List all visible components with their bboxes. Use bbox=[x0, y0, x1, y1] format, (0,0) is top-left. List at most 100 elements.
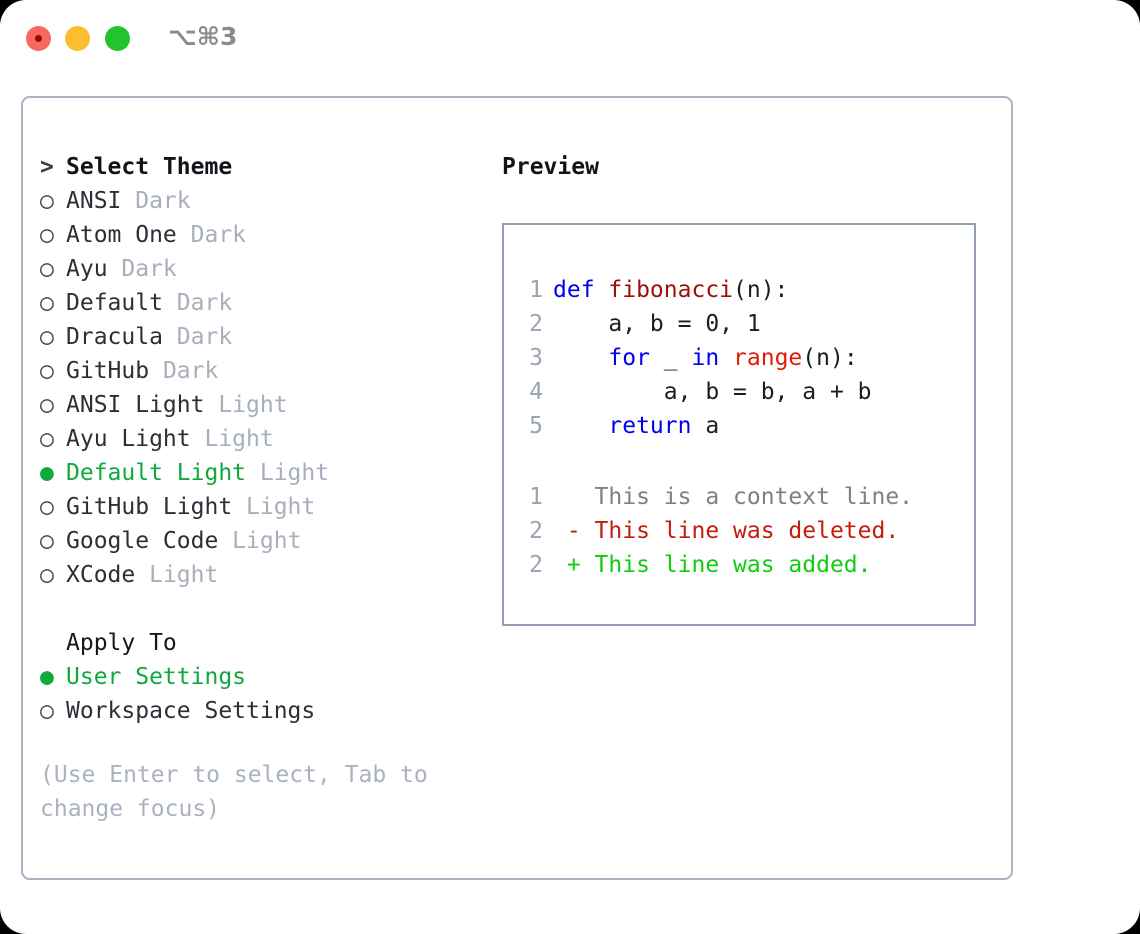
window-title: ⌥⌘3 bbox=[168, 22, 238, 51]
theme-name: Default Light bbox=[66, 460, 247, 486]
line-number: 2 bbox=[529, 518, 543, 544]
theme-kind-badge: Dark bbox=[176, 222, 247, 248]
apply-to-heading: Apply To bbox=[66, 630, 177, 656]
theme-kind-badge: Light bbox=[218, 528, 302, 554]
theme-list-item[interactable]: ○ Dracula Dark bbox=[40, 320, 490, 354]
line-number: 2 bbox=[529, 311, 543, 337]
window-titlebar: ⌥⌘3 bbox=[0, 0, 1140, 78]
minimize-button[interactable] bbox=[65, 26, 90, 51]
maximize-button[interactable] bbox=[105, 26, 130, 51]
theme-list-item[interactable]: ○ Default Dark bbox=[40, 286, 490, 320]
code-token: _ bbox=[649, 345, 692, 371]
theme-list-item[interactable]: ○ Ayu Light Light bbox=[40, 422, 490, 456]
theme-name: Ayu Light bbox=[66, 426, 191, 452]
apply-to-marker-placeholder: ○ bbox=[40, 626, 66, 660]
theme-list: ○ANSI Dark○Atom One Dark○Ayu Dark○Defaul… bbox=[40, 184, 490, 592]
line-number: 1 bbox=[529, 484, 543, 510]
radio-unselected-icon: ○ bbox=[40, 256, 54, 282]
theme-list-item[interactable]: ○GitHub Dark bbox=[40, 354, 490, 388]
theme-list-item[interactable]: ○ ANSI Dark bbox=[40, 184, 490, 218]
code-token: a bbox=[691, 413, 720, 439]
theme-list-item[interactable]: ○ Ayu Dark bbox=[40, 252, 490, 286]
radio-unselected-icon: ○ bbox=[40, 426, 54, 452]
theme-list-item[interactable]: ○ XCode Light bbox=[40, 558, 490, 592]
list-spacer bbox=[40, 592, 490, 626]
theme-kind-badge: Dark bbox=[162, 290, 233, 316]
diff-line: 2 + This line was added. bbox=[517, 548, 967, 582]
code-token: (n): bbox=[733, 277, 789, 303]
code-token: a, b = 0, 1 bbox=[553, 311, 761, 337]
apply-to-label: Workspace Settings bbox=[66, 698, 316, 724]
theme-name: Ayu bbox=[66, 256, 108, 282]
code-token: return bbox=[608, 413, 692, 439]
theme-picker-panel: >Select Theme ○ANSI Dark○Atom One Dark○A… bbox=[21, 96, 1013, 880]
code-token: fibonacci bbox=[608, 277, 734, 303]
theme-list-item[interactable]: ○ ANSI Light Light bbox=[40, 388, 490, 422]
diff-sample: 1 This is a context line.2 - This line w… bbox=[517, 480, 967, 582]
theme-list-column: >Select Theme ○ANSI Dark○Atom One Dark○A… bbox=[40, 150, 490, 826]
code-token: for bbox=[608, 345, 650, 371]
theme-kind-badge: Dark bbox=[149, 358, 219, 384]
apply-to-label: User Settings bbox=[66, 664, 247, 690]
close-button[interactable] bbox=[26, 26, 51, 51]
line-number: 4 bbox=[529, 379, 543, 405]
radio-unselected-icon: ○ bbox=[40, 392, 54, 418]
theme-name: Google Code bbox=[66, 528, 219, 554]
apply-to-item[interactable]: ● User Settings bbox=[40, 660, 490, 694]
code-line: 5 return a bbox=[517, 409, 967, 443]
code-token: (n): bbox=[802, 345, 858, 371]
prompt-caret-icon: > bbox=[40, 154, 54, 180]
keyboard-hint: (Use Enter to select, Tab to change focu… bbox=[40, 762, 442, 822]
line-number: 5 bbox=[529, 413, 543, 439]
diff-text: + This line was added. bbox=[553, 552, 872, 578]
code-line: 4 a, b = b, a + b bbox=[517, 375, 967, 409]
radio-unselected-icon: ○ bbox=[40, 528, 54, 554]
theme-name: Default bbox=[66, 290, 163, 316]
code-token bbox=[719, 345, 733, 371]
radio-unselected-icon: ○ bbox=[40, 222, 54, 248]
apply-to-list: ● User Settings ○ Workspace Settings bbox=[40, 660, 490, 728]
theme-name: GitHub Light bbox=[66, 494, 233, 520]
theme-name: XCode bbox=[66, 562, 136, 588]
code-token: def bbox=[553, 277, 609, 303]
diff-text: - This line was deleted. bbox=[553, 518, 900, 544]
code-token: in bbox=[691, 345, 720, 371]
theme-name: Dracula bbox=[66, 324, 163, 350]
theme-name: ANSI bbox=[66, 188, 122, 214]
radio-unselected-icon: ○ bbox=[40, 494, 54, 520]
theme-kind-badge: Dark bbox=[162, 324, 233, 350]
theme-kind-badge: Light bbox=[204, 392, 288, 418]
radio-unselected-icon: ○ bbox=[40, 698, 54, 724]
theme-list-item[interactable]: ●Default Light Light bbox=[40, 456, 490, 490]
select-theme-header: > Select Theme bbox=[40, 150, 490, 184]
radio-unselected-icon: ○ bbox=[40, 290, 54, 316]
line-number: 3 bbox=[529, 345, 543, 371]
radio-selected-icon: ● bbox=[40, 664, 54, 690]
line-number: 2 bbox=[529, 552, 543, 578]
code-token: range bbox=[733, 345, 803, 371]
apply-to-item[interactable]: ○ Workspace Settings bbox=[40, 694, 490, 728]
theme-kind-badge: Dark bbox=[107, 256, 177, 282]
theme-list-item[interactable]: ○ Google Code Light bbox=[40, 524, 490, 558]
diff-line: 2 - This line was deleted. bbox=[517, 514, 967, 548]
theme-list-item[interactable]: ○Atom One Dark bbox=[40, 218, 490, 252]
apply-to-heading-row: ○Apply To bbox=[40, 626, 490, 660]
theme-name: ANSI Light bbox=[66, 392, 205, 418]
theme-kind-badge: Light bbox=[232, 494, 316, 520]
theme-kind-badge: Light bbox=[190, 426, 274, 452]
theme-kind-badge: Dark bbox=[121, 188, 191, 214]
select-theme-label: Select Theme bbox=[66, 154, 233, 180]
preview-title: Preview bbox=[502, 154, 599, 180]
radio-selected-icon: ● bbox=[40, 460, 54, 486]
code-line: 3 for _ in range(n): bbox=[517, 341, 967, 375]
theme-list-item[interactable]: ○ GitHub Light Light bbox=[40, 490, 490, 524]
radio-unselected-icon: ○ bbox=[40, 188, 54, 214]
radio-unselected-icon: ○ bbox=[40, 324, 54, 350]
code-line: 2 a, b = 0, 1 bbox=[517, 307, 967, 341]
radio-unselected-icon: ○ bbox=[40, 562, 54, 588]
theme-kind-badge: Light bbox=[135, 562, 219, 588]
